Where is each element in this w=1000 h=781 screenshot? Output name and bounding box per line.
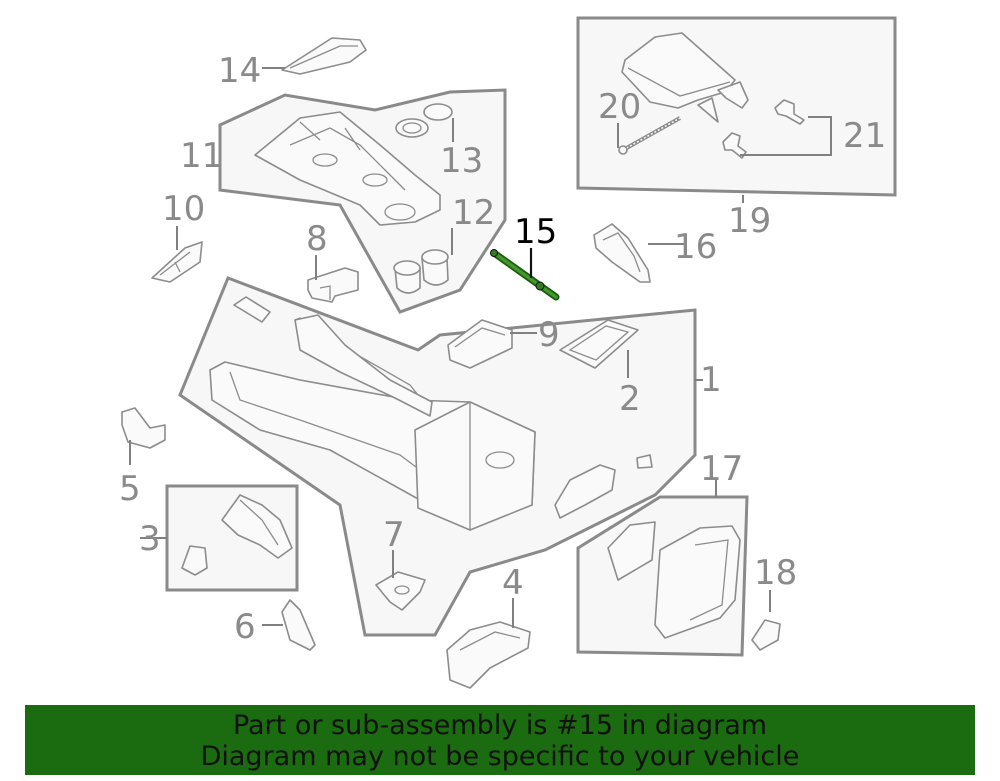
part-15-highlighted-rod xyxy=(490,249,560,301)
callout-5: 5 xyxy=(119,469,141,509)
part-10-bracket xyxy=(151,241,203,283)
part-7-bracket xyxy=(375,571,426,611)
part-6-panel xyxy=(281,599,316,651)
callout-4: 4 xyxy=(502,563,524,603)
part-17-rear-panel xyxy=(607,521,741,639)
info-banner: Part or sub-assembly is #15 in diagram D… xyxy=(25,705,975,775)
callout-20: 20 xyxy=(598,87,641,127)
callout-16: 16 xyxy=(674,227,717,267)
callout-2: 2 xyxy=(619,379,641,419)
part-2-mat xyxy=(559,319,639,369)
callout-10: 10 xyxy=(162,189,205,229)
callout-3: 3 xyxy=(139,519,161,559)
leader-lines xyxy=(129,67,832,628)
part-3-bracket xyxy=(181,494,293,576)
callout-11: 11 xyxy=(180,136,223,176)
callout-18: 18 xyxy=(754,553,797,593)
part-16-bezel xyxy=(593,223,651,283)
part-12-cupholder xyxy=(393,249,449,294)
callout-1: 1 xyxy=(700,360,722,400)
part-9-bin xyxy=(447,319,513,369)
banner-line-2: Diagram may not be specific to your vehi… xyxy=(200,741,800,772)
callout-15: 15 xyxy=(514,212,557,252)
callout-17: 17 xyxy=(700,449,743,489)
callout-6: 6 xyxy=(234,607,256,647)
callout-13: 13 xyxy=(440,141,483,181)
part-18-cap xyxy=(751,619,781,651)
banner-line-1: Part or sub-assembly is #15 in diagram xyxy=(232,710,768,741)
part-13-cupholder-ring xyxy=(395,103,453,138)
part-1-console-body xyxy=(209,296,653,531)
part-21-clips xyxy=(722,99,805,159)
callout-19: 19 xyxy=(728,201,771,241)
callout-7: 7 xyxy=(383,515,405,555)
part-19-armrest xyxy=(621,32,749,123)
part-11-top-panel xyxy=(254,111,441,226)
part-8-clip xyxy=(307,267,359,303)
callout-9: 9 xyxy=(538,315,560,355)
part-4-bracket xyxy=(446,621,531,689)
callout-21: 21 xyxy=(843,116,886,156)
callout-8: 8 xyxy=(306,219,328,259)
part-5-cover xyxy=(121,407,166,449)
parts-diagram: 1 2 3 4 5 6 7 8 9 10 11 12 13 14 15 16 1… xyxy=(119,16,897,689)
part-20-bolt xyxy=(618,116,681,155)
callout-12: 12 xyxy=(452,193,495,233)
part-14-trim xyxy=(281,37,367,75)
callout-14: 14 xyxy=(218,51,261,91)
